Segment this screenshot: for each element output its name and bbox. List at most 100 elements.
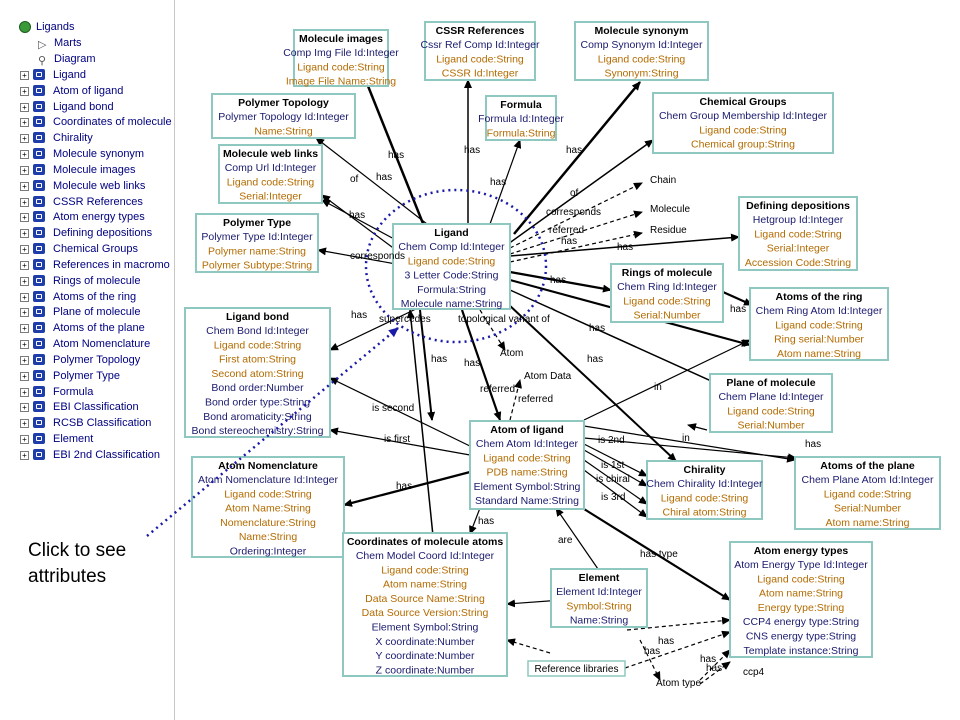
plain-node[interactable]: Molecule xyxy=(650,204,690,215)
tree-item[interactable]: +EBI Classification xyxy=(0,399,175,415)
expand-icon[interactable]: + xyxy=(20,292,29,302)
expand-icon[interactable]: + xyxy=(20,197,29,207)
tree-item[interactable]: +Molecule synonym xyxy=(0,146,175,162)
plain-node[interactable]: Residue xyxy=(650,225,687,236)
expand-icon[interactable]: + xyxy=(20,435,29,445)
tree-item[interactable]: +Atoms of the ring xyxy=(0,289,175,305)
tree-item[interactable]: +RCSB Classification xyxy=(0,415,175,431)
tree-item[interactable]: +Defining depositions xyxy=(0,225,175,241)
expand-icon[interactable]: + xyxy=(20,134,29,144)
expand-icon[interactable]: + xyxy=(20,355,29,365)
expand-icon[interactable]: + xyxy=(20,118,29,128)
expand-icon[interactable]: + xyxy=(20,308,29,318)
expand-icon[interactable]: + xyxy=(20,150,29,160)
expand-icon[interactable]: + xyxy=(20,387,29,397)
plain-node[interactable]: Atom Data xyxy=(524,371,572,382)
relationship-edge xyxy=(722,290,753,307)
tree-item[interactable]: +Atom Nomenclature xyxy=(0,336,175,352)
plain-node[interactable]: Atom type xyxy=(656,678,701,689)
expand-icon[interactable]: + xyxy=(20,213,29,223)
tree-sub-diagram[interactable]: ⚲Diagram xyxy=(0,51,175,67)
expand-icon[interactable]: + xyxy=(20,371,29,381)
tree-item[interactable]: +References in macromo xyxy=(0,257,175,273)
tree-item[interactable]: +Molecule web links xyxy=(0,178,175,194)
entity-title: CSSR References xyxy=(436,25,525,37)
tree-item[interactable]: +Rings of molecule xyxy=(0,273,175,289)
tree-item[interactable]: +CSSR References xyxy=(0,194,175,210)
plain-node[interactable]: Atom xyxy=(500,348,523,359)
expand-icon[interactable]: + xyxy=(20,229,29,239)
tree-item[interactable]: +EBI 2nd Classification xyxy=(0,447,175,463)
tree-item[interactable]: +Element xyxy=(0,431,175,447)
expand-icon[interactable]: + xyxy=(20,450,29,460)
entity-attribute: Chem Bond Id:Integer xyxy=(206,325,309,337)
tree-item[interactable]: +Atoms of the plane xyxy=(0,320,175,336)
plain-node[interactable]: Chain xyxy=(650,175,676,186)
tree-sub-marts[interactable]: ▷Marts xyxy=(0,35,175,51)
entity-title: Element xyxy=(579,572,620,584)
expand-icon[interactable]: + xyxy=(20,403,29,413)
tree-root[interactable]: Ligands xyxy=(0,19,175,35)
expand-icon[interactable]: + xyxy=(20,260,29,270)
tree-item[interactable]: +Polymer Topology xyxy=(0,352,175,368)
reference-libraries-box[interactable]: Reference libraries xyxy=(527,660,626,677)
entity-attribute: Ligand code:String xyxy=(623,295,711,307)
tree-item[interactable]: +Chirality xyxy=(0,130,175,146)
tree-item[interactable]: +Ligand xyxy=(0,67,175,83)
expand-icon[interactable]: + xyxy=(20,165,29,175)
expand-icon[interactable]: + xyxy=(20,276,29,286)
edge-label: in xyxy=(682,433,690,444)
tree-item[interactable]: +Polymer Type xyxy=(0,368,175,384)
expand-icon[interactable]: + xyxy=(20,181,29,191)
entity-attribute: Synonym:String xyxy=(604,68,678,80)
expand-icon[interactable]: + xyxy=(20,86,29,96)
tree-item[interactable]: +Coordinates of molecule xyxy=(0,114,175,130)
table-icon xyxy=(33,385,45,397)
entity-attribute: Ligand code:String xyxy=(381,564,469,576)
entity-attribute: Chem Model Coord Id:Integer xyxy=(356,550,495,562)
relationship-edge xyxy=(699,661,731,685)
tree-item[interactable]: +Chemical Groups xyxy=(0,241,175,257)
edge-label: is 2nd xyxy=(598,435,625,446)
entity-title: Coordinates of molecule atoms xyxy=(347,536,504,548)
tree-item[interactable]: +Formula xyxy=(0,384,175,400)
tree-item[interactable]: +Ligand bond xyxy=(0,99,175,115)
expand-icon[interactable]: + xyxy=(20,340,29,350)
entity-box-frame xyxy=(293,29,389,87)
entity-title: Formula xyxy=(500,99,542,111)
tree-item[interactable]: +Plane of molecule xyxy=(0,304,175,320)
entity-attribute: Polymer Subtype:String xyxy=(202,260,312,272)
tree-item[interactable]: +Atom energy types xyxy=(0,209,175,225)
expand-icon[interactable]: + xyxy=(20,324,29,334)
expand-icon[interactable]: + xyxy=(20,71,29,80)
expand-icon[interactable]: + xyxy=(20,102,29,112)
expand-icon[interactable]: + xyxy=(20,245,29,255)
tree-item[interactable]: +Molecule images xyxy=(0,162,175,178)
entity-attribute: Atom Name:String xyxy=(225,503,311,515)
expand-icon[interactable]: + xyxy=(20,419,29,429)
entity-title: Chirality xyxy=(683,464,725,476)
tree-item[interactable]: +Atom of ligand xyxy=(0,83,175,99)
entity-box-frame xyxy=(211,93,356,139)
